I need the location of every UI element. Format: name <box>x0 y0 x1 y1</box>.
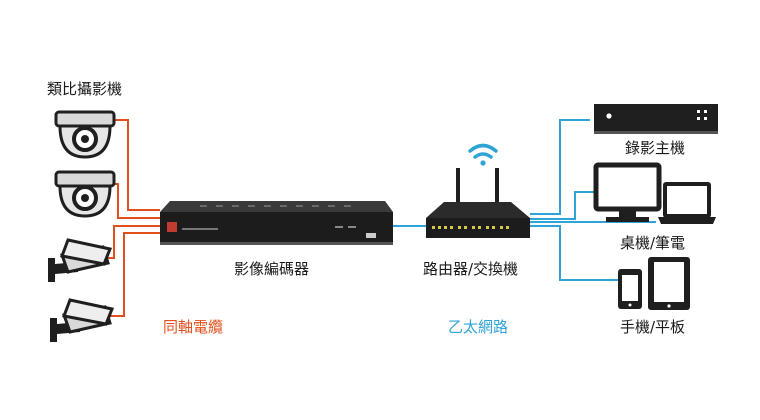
ethernet-router-desktop <box>530 191 596 220</box>
desktop-laptop-label: 桌機/筆電 <box>620 234 686 252</box>
phone-tablet-label: 手機/平板 <box>620 318 686 336</box>
smartphone-icon <box>618 269 642 309</box>
analog-cameras-label: 類比攝影機 <box>47 80 123 98</box>
video-encoder-icon <box>160 201 393 245</box>
recorder-host-label: 錄影主機 <box>625 139 686 157</box>
ethernet-router-recorder <box>530 119 590 215</box>
router-switch-label: 路由器/交換機 <box>423 260 519 278</box>
laptop-icon <box>658 182 716 224</box>
router-icon <box>426 168 530 238</box>
coax-cable-4 <box>96 232 160 317</box>
wifi-icon <box>468 143 498 166</box>
bullet-camera-icon <box>50 298 115 342</box>
ethernet-label: 乙太網路 <box>448 318 509 336</box>
recorder-icon <box>594 104 718 134</box>
ethernet-router-mobile <box>530 225 620 281</box>
dome-camera-icon <box>54 170 116 218</box>
desktop-monitor-icon <box>593 162 662 222</box>
tablet-icon <box>648 257 690 310</box>
dome-camera-icon <box>54 110 116 159</box>
coax-cable-label: 同軸電纜 <box>163 318 224 336</box>
video-encoder-label: 影像編碼器 <box>234 260 310 278</box>
bullet-camera-icon <box>48 238 113 282</box>
